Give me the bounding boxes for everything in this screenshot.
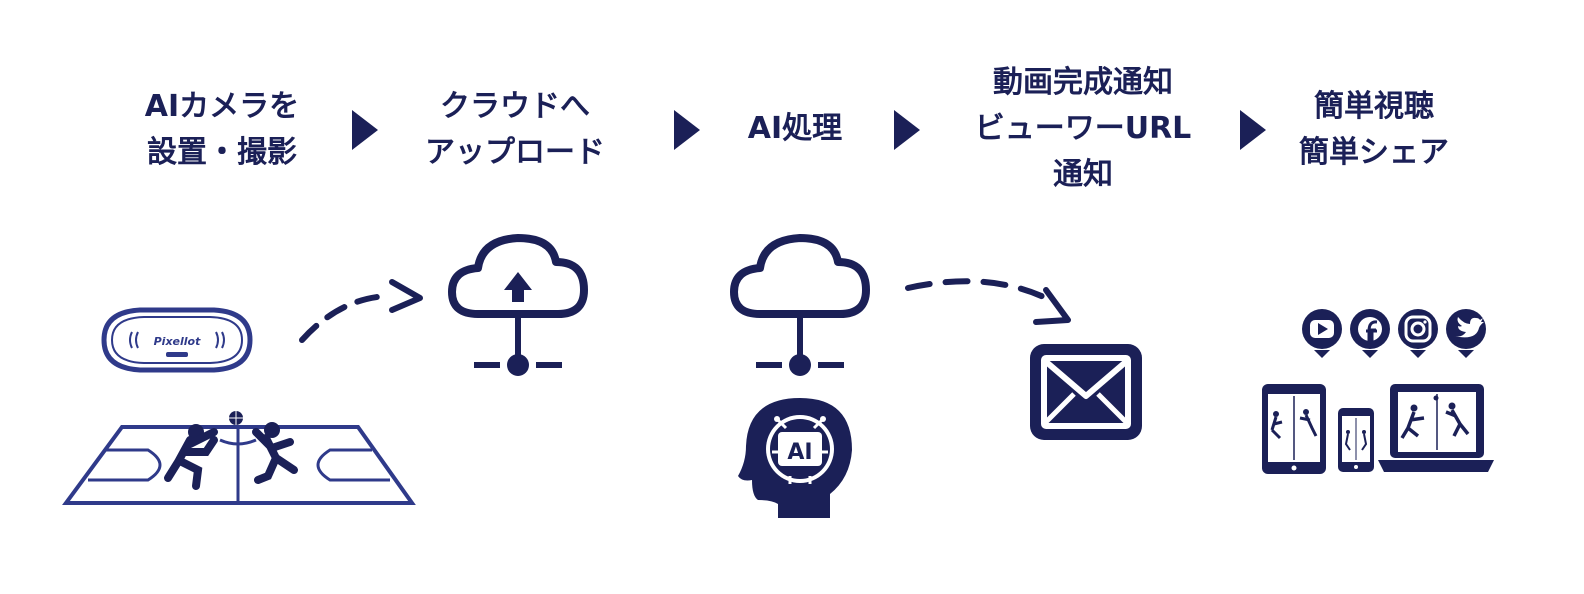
cloud-network-icon <box>730 234 870 376</box>
camera-brand-label: Pixellot <box>154 335 201 348</box>
envelope-icon <box>1030 344 1142 440</box>
step-4-line-1: 動画完成通知 <box>993 65 1173 100</box>
step-1-line-2: 設置・撮影 <box>147 135 297 170</box>
step-3-line-1: AI処理 <box>747 111 843 146</box>
ai-badge-label: AI <box>787 440 812 465</box>
step-5-title: 簡単視聴 簡単シェア <box>1276 84 1472 176</box>
pixellot-camera-icon: Pixellot <box>101 307 253 373</box>
multi-device-icon <box>1262 384 1494 474</box>
step-4-title: 動画完成通知 ビューワーURL 通知 <box>950 60 1216 198</box>
step-2-line-1: クラウドへ <box>440 89 590 124</box>
step-arrow-2-icon <box>674 110 700 150</box>
step-3-title: AI処理 <box>720 106 870 152</box>
step-5-line-1: 簡単視聴 <box>1314 89 1434 124</box>
step-4-line-3: 通知 <box>1053 157 1113 192</box>
step-5-line-2: 簡単シェア <box>1299 135 1449 170</box>
instagram-icon <box>1398 309 1438 358</box>
step-4-line-2: ビューワーURL <box>974 111 1192 146</box>
step-2-line-2: アップロード <box>425 135 605 170</box>
step-1-title: AIカメラを 設置・撮影 <box>112 84 332 176</box>
ai-brain-head-icon: AI <box>738 398 852 518</box>
cloud-upload-network-icon <box>448 234 588 376</box>
facebook-icon <box>1350 309 1390 358</box>
step-2-title: クラウドへ アップロード <box>395 84 635 176</box>
dashed-arrow-to-mail-icon <box>905 278 1071 325</box>
youtube-icon <box>1302 309 1342 358</box>
step-arrow-3-icon <box>894 110 920 150</box>
step-1-line-1: AIカメラを <box>144 89 300 124</box>
step-arrow-4-icon <box>1240 110 1266 150</box>
twitter-icon <box>1446 309 1486 358</box>
step-arrow-1-icon <box>352 110 378 150</box>
basketball-court-players-icon <box>62 411 416 505</box>
dashed-arrow-to-cloud-icon <box>299 279 423 343</box>
